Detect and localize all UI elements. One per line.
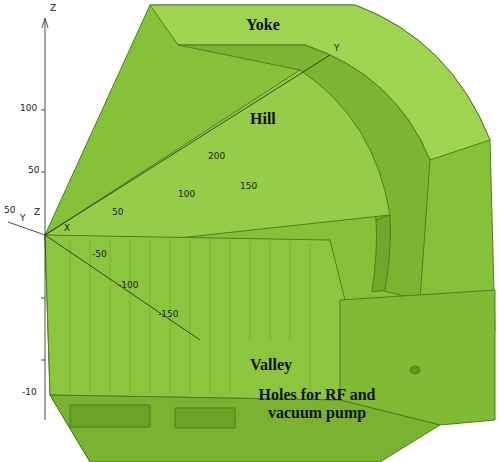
part-name: Hill <box>250 110 276 128</box>
small-hole <box>410 366 420 374</box>
axis-number: 50 <box>112 208 123 218</box>
rf-hole <box>175 408 235 428</box>
axis-label: Y <box>334 44 340 54</box>
axis-number: -50 <box>92 250 107 260</box>
axis-label: Z <box>50 4 56 14</box>
valley-stripes <box>70 240 310 396</box>
axis-number: -100 <box>118 281 138 291</box>
axis-number: 50 <box>4 206 15 216</box>
axis-label: Y <box>20 214 26 224</box>
axis-number: -150 <box>158 310 178 320</box>
part-name: Holes for RF and vacuum pump <box>232 386 402 423</box>
hill-edge <box>372 215 390 292</box>
hill-top <box>45 70 390 240</box>
valley-face <box>45 235 345 400</box>
axis-number: -10 <box>22 388 37 398</box>
axis-label: Z <box>34 208 40 218</box>
axis-number: 50 <box>28 166 39 176</box>
axis-number: 150 <box>240 182 257 192</box>
magnet-body <box>45 5 495 462</box>
axes <box>8 18 330 420</box>
axis-number: 100 <box>178 190 195 200</box>
part-name: Valley <box>250 356 292 374</box>
part-name: Yoke <box>246 16 280 34</box>
pump-hole <box>70 405 150 427</box>
axis-label: X <box>64 224 70 234</box>
axis-number: 100 <box>20 104 37 114</box>
axis-number: 200 <box>208 152 225 162</box>
base-face <box>50 395 440 462</box>
